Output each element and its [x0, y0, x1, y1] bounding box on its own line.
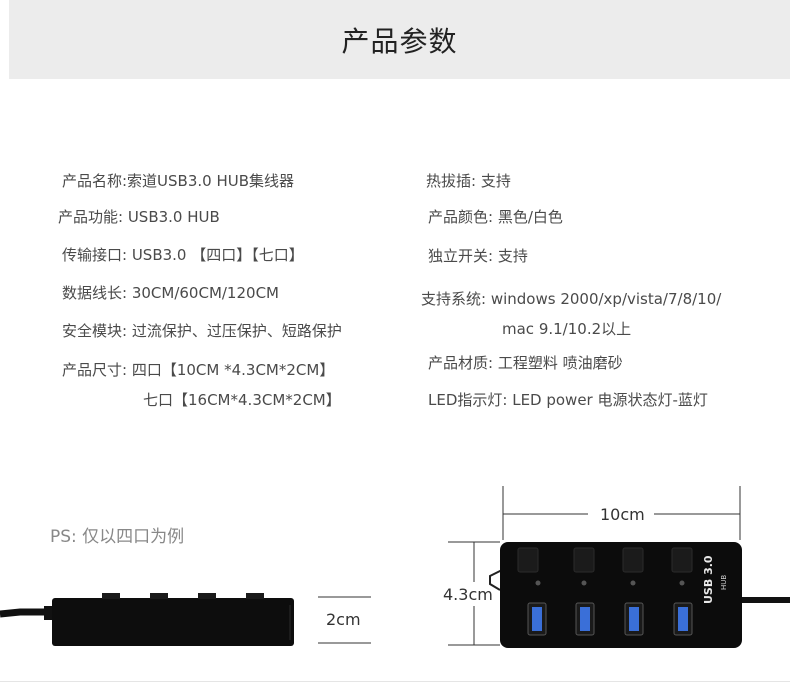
hub-side-view: [0, 593, 294, 646]
spec-name: 产品名称:索道USB3.0 HUB集线器: [62, 172, 295, 190]
hub-brand-logo: USB 3.0: [702, 555, 715, 604]
header-banner: 产品参数: [9, 0, 790, 79]
dimension-width-label: 4.3cm: [443, 585, 493, 604]
dimension-length-label: 10cm: [600, 505, 645, 524]
usb-port-2: [575, 602, 595, 636]
spec-safety: 安全模块: 过流保护、过压保护、短路保护: [62, 322, 342, 340]
spec-system-mac: mac 9.1/10.2以上: [502, 320, 632, 338]
ps-note: PS: 仅以四口为例: [50, 527, 185, 547]
usb-port-4: [673, 602, 693, 636]
usb-port-3: [624, 602, 644, 636]
page-title: 产品参数: [341, 25, 458, 58]
dimension-height-label: 2cm: [326, 610, 361, 629]
hub-top-view: USB 3.0 HUB: [489, 542, 790, 648]
hub-label: HUB: [720, 575, 728, 590]
dimension-width-lines: [448, 541, 500, 646]
dimension-length-lines: [502, 486, 741, 540]
spec-material: 产品材质: 工程塑料 喷油磨砂: [428, 354, 623, 372]
divider: [0, 681, 790, 682]
spec-color: 产品颜色: 黑色/白色: [428, 208, 563, 226]
spec-function: 产品功能: USB3.0 HUB: [58, 208, 220, 226]
spec-size: 产品尺寸: 四口【10CM *4.3CM*2CM】: [62, 361, 335, 379]
spec-led: LED指示灯: LED power 电源状态灯-蓝灯: [428, 391, 708, 409]
spec-system: 支持系统: windows 2000/xp/vista/7/8/10/: [421, 290, 722, 308]
spec-size-seven: 七口【16CM*4.3CM*2CM】: [143, 391, 341, 409]
usb-port-1: [527, 602, 547, 636]
spec-interface: 传输接口: USB3.0 【四口】【七口】: [62, 246, 304, 264]
spec-cable: 数据线长: 30CM/60CM/120CM: [62, 284, 279, 302]
spec-hotplug: 热拔插: 支持: [426, 172, 511, 190]
dimension-height-lines: [318, 596, 371, 644]
spec-switch: 独立开关: 支持: [428, 247, 528, 265]
